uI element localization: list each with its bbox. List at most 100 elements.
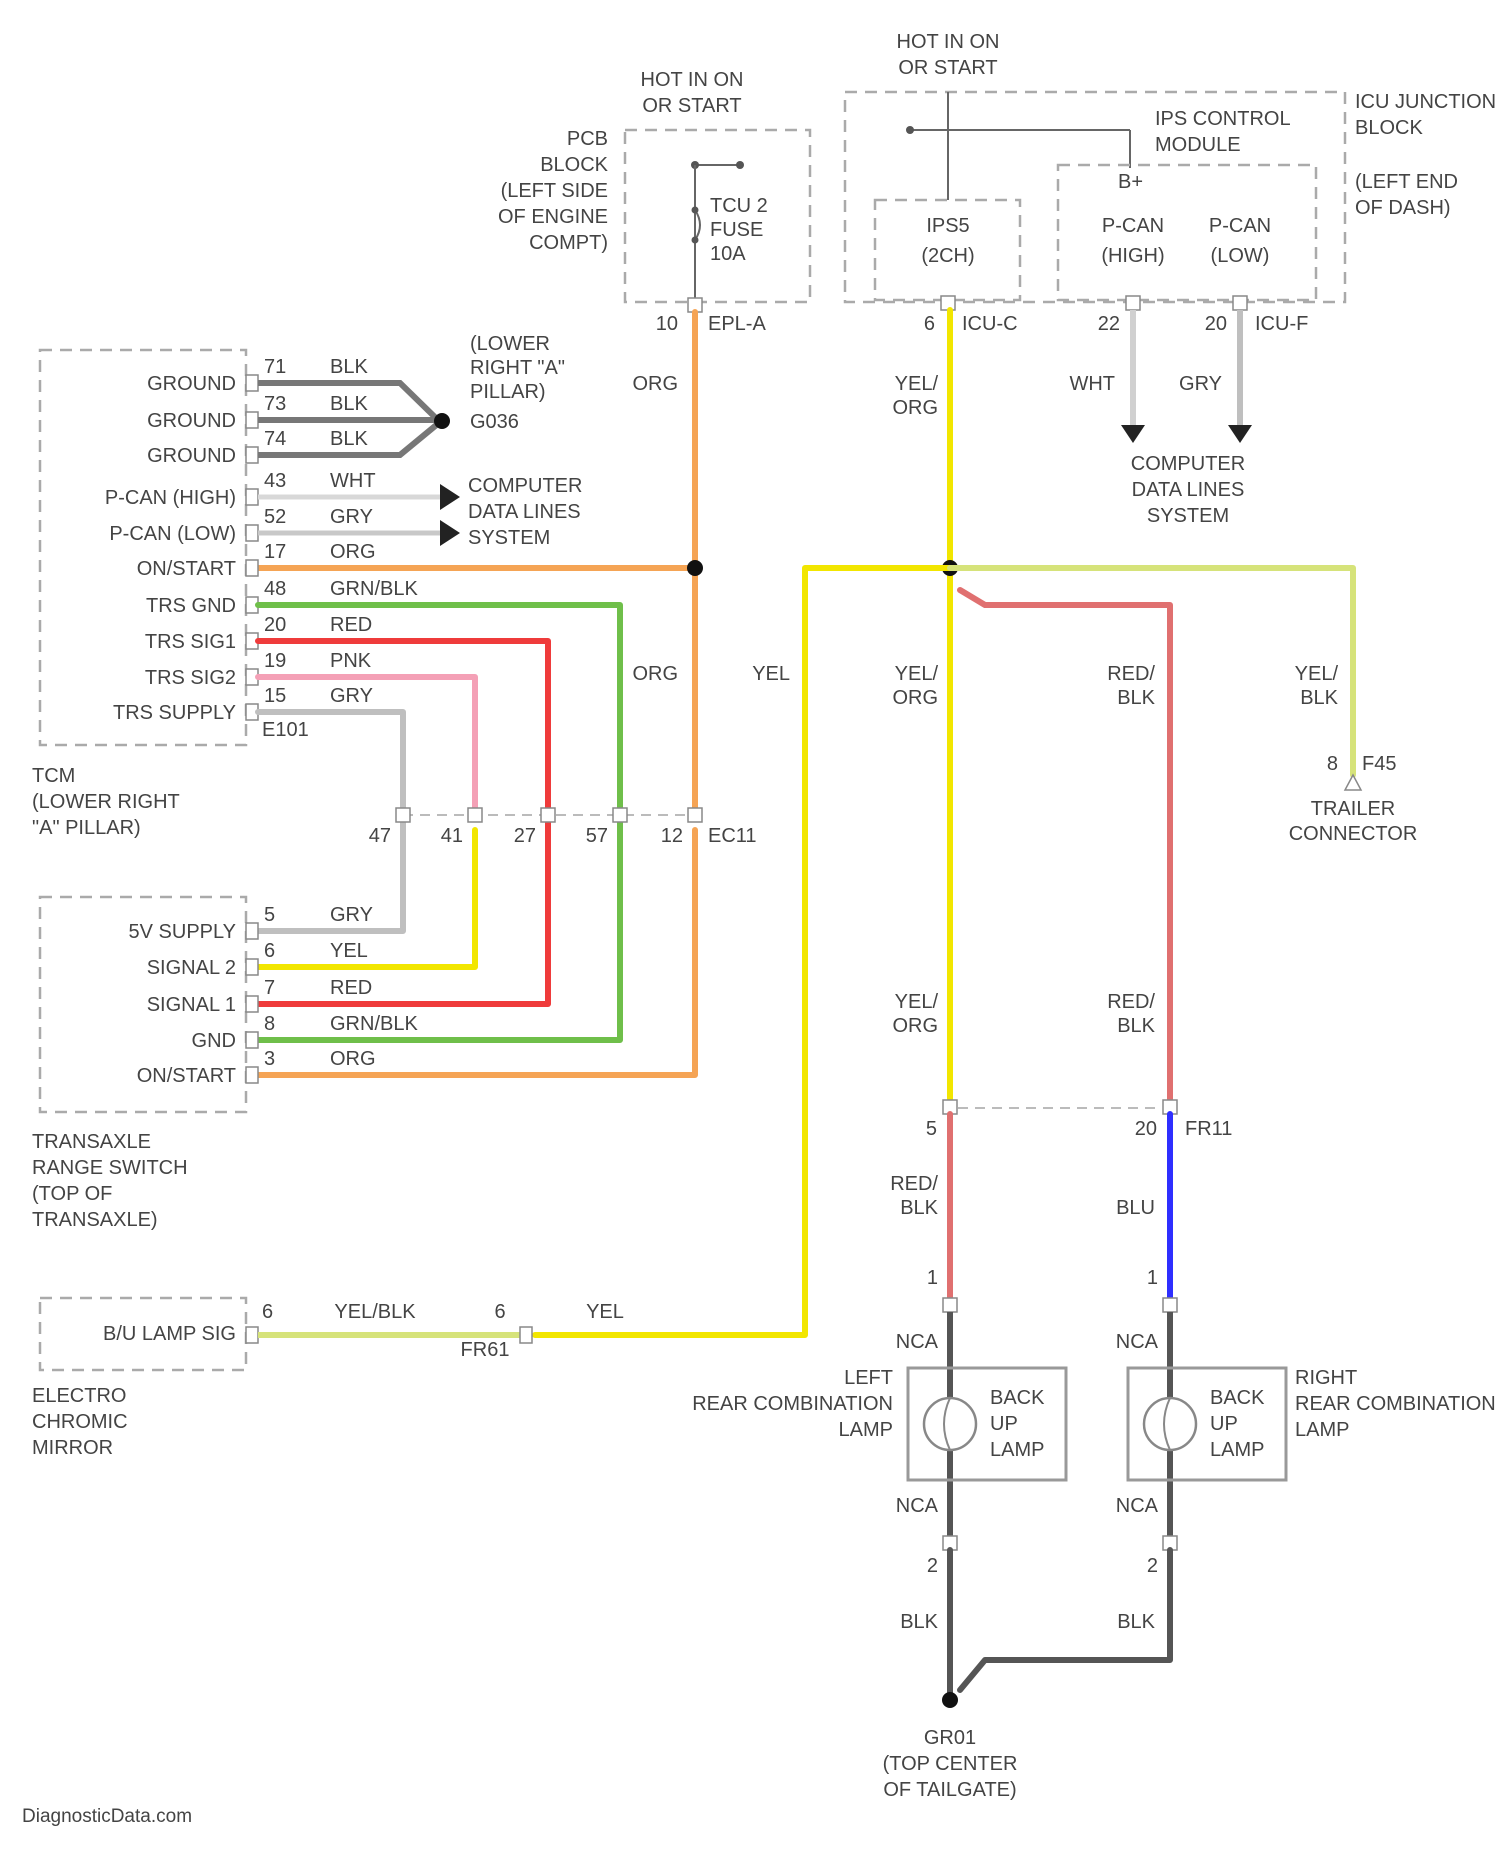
tcm-pin-label: TRS GND	[146, 595, 236, 617]
tcm-conn: E101	[262, 719, 309, 741]
pcan-high-1: P-CAN	[1102, 215, 1164, 237]
wire-label-redblk-2b: BLK	[1117, 1015, 1155, 1037]
trailer-name-1: TRAILER	[1311, 798, 1395, 820]
fr61-conn: FR61	[461, 1339, 510, 1361]
fuse-feed-end-dot	[736, 161, 744, 169]
trs-pin-terminal	[246, 1032, 258, 1048]
tcm-pin-terminal	[246, 447, 258, 463]
ec11-pin	[688, 808, 702, 822]
fuse-block-conn: EPL-A	[708, 313, 766, 335]
tcm-name-3: "A" PILLAR)	[32, 817, 141, 839]
tcm-pin-number: 15	[264, 685, 286, 707]
tcm-wire-color: BLK	[330, 428, 368, 450]
left-lamp-text-1: BACK	[990, 1387, 1045, 1409]
fr11-pin-20-num: 20	[1135, 1118, 1157, 1140]
wire-grnblk	[258, 605, 620, 1040]
mirror-name-1: ELECTRO	[32, 1385, 126, 1407]
ground-gr01-1: GR01	[924, 1727, 976, 1749]
tcm-wire-color: ORG	[330, 541, 376, 563]
tcm-wire-color: GRN/BLK	[330, 578, 418, 600]
left-lamp-text-3: LAMP	[990, 1439, 1044, 1461]
tcm-wire-color: BLK	[330, 393, 368, 415]
trs-pin-number: 7	[264, 977, 275, 999]
ec11-pin-number: 57	[586, 825, 608, 847]
icu-f-conn: ICU-F	[1255, 313, 1308, 335]
tcm-pin-label: P-CAN (HIGH)	[105, 487, 236, 509]
wire-label-org-mid: ORG	[632, 663, 678, 685]
arrow-tcm-can-low	[440, 520, 460, 546]
wire-label-redblk-3b: BLK	[900, 1197, 938, 1219]
tcm-pin-label: TRS SUPPLY	[113, 702, 236, 724]
fuse-block-hot-2: OR START	[642, 95, 741, 117]
trs-pin-terminal	[246, 1067, 258, 1083]
icu-name-2: BLOCK	[1355, 117, 1423, 139]
ips-control-box	[1058, 165, 1316, 300]
arrow-icu-wht	[1121, 425, 1145, 443]
wire-label-blk-left: BLK	[900, 1611, 938, 1633]
tcm-pin-terminal	[246, 525, 258, 541]
trs-pin-label: SIGNAL 1	[147, 994, 236, 1016]
ec11-pin-number: 41	[441, 825, 463, 847]
tcm-wire-color: RED	[330, 614, 372, 636]
pcan-low-2: (LOW)	[1211, 245, 1270, 267]
trailer-conn: F45	[1362, 753, 1396, 775]
g036-name-4: G036	[470, 411, 519, 433]
tcm-pin-number: 73	[264, 393, 286, 415]
ips5-label-1: IPS5	[926, 215, 969, 237]
ec11-conn: EC11	[708, 825, 757, 847]
ec11-pin-number: 47	[369, 825, 391, 847]
fuse-label-1: TCU 2	[710, 195, 768, 217]
tcm-data-lines-2: DATA LINES	[468, 501, 581, 523]
icu-data-lines-3: SYSTEM	[1147, 505, 1229, 527]
fr11-conn: FR11	[1185, 1118, 1232, 1140]
icu-name-1: ICU JUNCTION	[1355, 91, 1496, 113]
trs-pin-label: ON/START	[137, 1065, 236, 1087]
tcm-pin-label: ON/START	[137, 558, 236, 580]
wire-label-redblk-1b: BLK	[1117, 687, 1155, 709]
right-lamp-pin1: 1	[1147, 1267, 1158, 1289]
left-lamp-pin1-box	[943, 1298, 957, 1312]
trs-pin-terminal	[246, 923, 258, 939]
trs-wire-color: RED	[330, 977, 372, 999]
wire-label-org-top: ORG	[632, 373, 678, 395]
trs-wire-color: GRY	[330, 904, 373, 926]
tcm-pin-label: P-CAN (LOW)	[109, 523, 236, 545]
ips-module-2: MODULE	[1155, 134, 1241, 156]
tcm-wire-color: GRY	[330, 685, 373, 707]
ips-bplus: B+	[1118, 171, 1143, 193]
mirror-pin-num: 6	[262, 1301, 273, 1323]
right-lamp-pin1-box	[1163, 1298, 1177, 1312]
tcm-data-lines-1: COMPUTER	[468, 475, 582, 497]
ec11-pin	[468, 808, 482, 822]
wire-label-yelorg-2a: YEL/	[895, 663, 939, 685]
left-lamp-text-2: UP	[990, 1413, 1018, 1435]
wire-label-gry: GRY	[1179, 373, 1222, 395]
trailer-pin-symbol	[1345, 775, 1361, 790]
trs-name-2: RANGE SWITCH	[32, 1157, 188, 1179]
icu-f-pin-22	[1126, 296, 1140, 310]
wire-gry-supply	[258, 712, 403, 931]
splice-org	[687, 560, 703, 576]
wire-label-yelblk-a: YEL/	[1295, 663, 1339, 685]
tcm-pin-label: GROUND	[147, 373, 236, 395]
fuse-block-name-5: COMPT)	[529, 232, 608, 254]
watermark: DiagnosticData.com	[22, 1806, 192, 1827]
tcm-pin-number: 71	[264, 356, 286, 378]
ips-module-1: IPS CONTROL	[1155, 108, 1291, 130]
fuse-block-name-1: PCB	[567, 128, 608, 150]
left-lamp-pin1: 1	[927, 1267, 938, 1289]
fuse-block-name-2: BLOCK	[540, 154, 608, 176]
trs-pin-terminal	[246, 959, 258, 975]
tcm-pin-label: TRS SIG2	[145, 667, 236, 689]
trs-wire-color: ORG	[330, 1048, 376, 1070]
fr11-pin-5-num: 5	[926, 1118, 937, 1140]
tcm-pin-terminal	[246, 375, 258, 391]
tcm-pin-terminal	[246, 560, 258, 576]
trs-pin-number: 8	[264, 1013, 275, 1035]
right-nca-top: NCA	[1116, 1331, 1159, 1353]
left-lamp-name-2: REAR COMBINATION	[692, 1393, 893, 1415]
right-lamp-name-2: REAR COMBINATION	[1295, 1393, 1496, 1415]
